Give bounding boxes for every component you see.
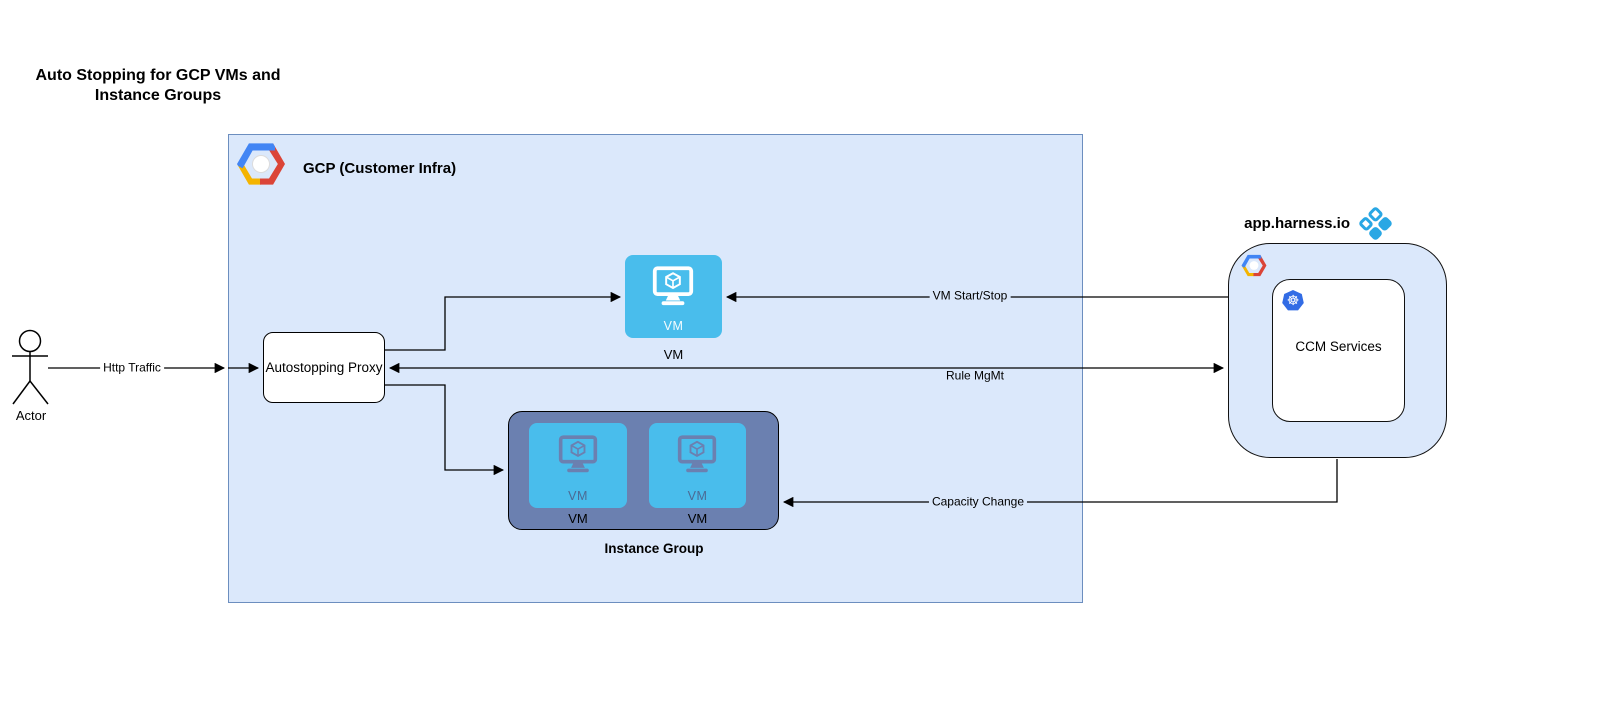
vm-monitor-icon [652,266,694,306]
actor-caption: Actor [15,408,47,423]
ccm-services-label: CCM Services [1295,339,1382,354]
instance-group-vm-1: VM [529,423,627,508]
gcp-box-label: GCP (Customer Infra) [303,160,457,177]
edge-label-http-traffic: Http Traffic [100,361,164,375]
edge-label-vm-start-stop: VM Start/Stop [929,289,1011,303]
harness-logo [1356,204,1394,242]
actor-figure [12,329,49,405]
instance-group-vm-1-caption: VM [568,511,588,526]
instance-group-caption: Instance Group [604,541,704,556]
gcp-logo [237,143,285,185]
vm-icon-text: VM [568,489,588,503]
edge-label-rule-mgmt: Rule MgMt [942,369,1008,383]
vm-monitor-icon [558,435,598,473]
kubernetes-icon: ☸ [1282,290,1304,311]
instance-group-vm-2-caption: VM [687,511,708,526]
vm-icon-text: VM [663,319,684,333]
gcp-logo-small [1241,254,1267,277]
diagram-title: Auto Stopping for GCP VMs and Instance G… [35,67,281,104]
edge-label-capacity-change: Capacity Change [928,495,1028,509]
vm-caption: VM [663,347,684,362]
vm-icon-text: VM [687,489,708,503]
vm-monitor-icon [677,435,717,473]
autostopping-proxy-label: Autostopping Proxy [265,360,383,375]
vm-node: VM [625,255,722,338]
harness-label: app.harness.io [1244,215,1350,232]
autostopping-proxy-node: Autostopping Proxy [263,332,385,403]
instance-group-vm-2: VM [649,423,746,508]
